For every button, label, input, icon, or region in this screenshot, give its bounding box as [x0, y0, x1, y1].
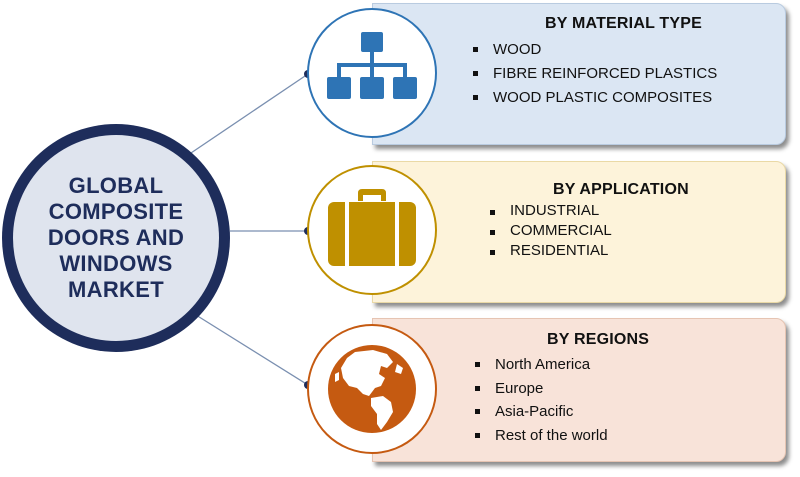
segment-panel-material: BY MATERIAL TYPE WOOD FIBRE REINFORCED P…: [372, 3, 786, 145]
segment-title: BY APPLICATION: [553, 181, 689, 198]
main-topic-circle: GLOBAL COMPOSITE DOORS AND WINDOWS MARKE…: [2, 124, 230, 352]
segment-panel-regions: BY REGIONS North America Europe Asia-Pac…: [372, 318, 786, 462]
main-title: GLOBAL COMPOSITE DOORS AND WINDOWS MARKE…: [47, 173, 185, 302]
segment-items: North America Europe Asia-Pacific Rest o…: [473, 353, 608, 447]
list-item: RESIDENTIAL: [488, 241, 612, 261]
list-item: Asia-Pacific: [473, 400, 608, 424]
hierarchy-icon: [327, 32, 417, 99]
segment-panel-application: BY APPLICATION INDUSTRIAL COMMERCIAL RES…: [372, 161, 786, 303]
segment-title: BY MATERIAL TYPE: [545, 15, 702, 32]
list-item: FIBRE REINFORCED PLASTICS: [471, 62, 717, 86]
list-item: COMMERCIAL: [488, 221, 612, 241]
connector-line-regions: [187, 309, 309, 386]
icon-circle-regions: [307, 324, 437, 454]
segment-items: WOOD FIBRE REINFORCED PLASTICS WOOD PLAS…: [471, 38, 717, 110]
segment-items: INDUSTRIAL COMMERCIAL RESIDENTIAL: [488, 201, 612, 261]
list-item: WOOD PLASTIC COMPOSITES: [471, 86, 717, 110]
connector-line-material: [187, 73, 309, 156]
globe-icon: [328, 345, 416, 433]
segment-title: BY REGIONS: [547, 331, 650, 348]
icon-circle-application: [307, 165, 437, 295]
list-item: North America: [473, 353, 608, 377]
briefcase-icon: [328, 189, 416, 266]
list-item: WOOD: [471, 38, 717, 62]
list-item: INDUSTRIAL: [488, 201, 612, 221]
list-item: Rest of the world: [473, 424, 608, 448]
main-topic-inner: GLOBAL COMPOSITE DOORS AND WINDOWS MARKE…: [13, 135, 219, 341]
list-item: Europe: [473, 377, 608, 401]
icon-circle-material: [307, 8, 437, 138]
